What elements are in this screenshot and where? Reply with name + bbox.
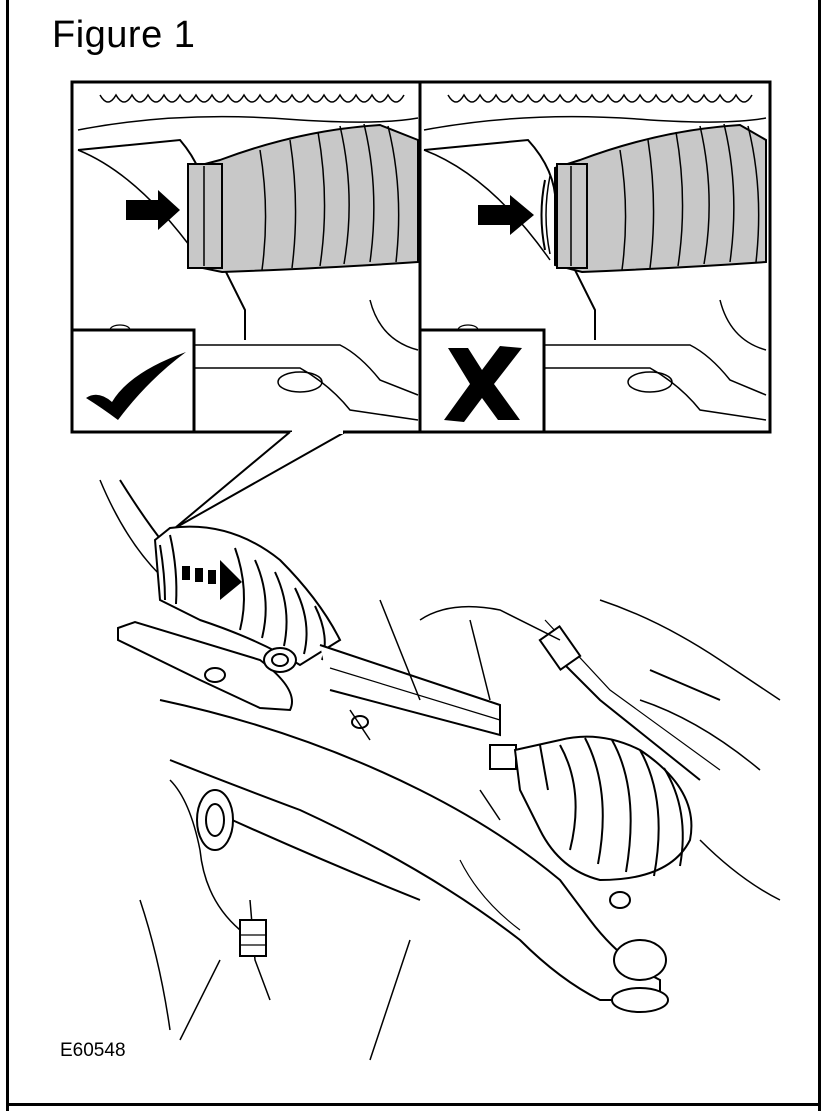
main-assembly <box>99 479 781 1061</box>
frame-border-left <box>6 0 9 1111</box>
callout-pointer <box>174 430 346 529</box>
figure-code: E60548 <box>60 1040 126 1061</box>
boot-unseated <box>554 123 767 274</box>
tie-rod <box>319 644 501 737</box>
steering-rack-boot <box>153 525 342 667</box>
detail-panels <box>70 80 772 434</box>
inset-correct <box>70 328 196 434</box>
panel-incorrect <box>423 93 767 421</box>
check-mark-icon <box>86 352 186 420</box>
inset-incorrect <box>418 328 546 434</box>
control-arm <box>159 699 661 1001</box>
dashed-arrow-icon <box>182 560 242 600</box>
boot-seated <box>186 123 419 274</box>
mounting-bracket <box>117 620 293 712</box>
arrow-right-icon <box>126 190 180 230</box>
frame-border-right <box>818 0 821 1111</box>
frame-border-bottom <box>6 1103 821 1106</box>
panel-correct <box>77 93 419 421</box>
cross-mark-icon <box>444 346 522 422</box>
figure-title: Figure 1 <box>52 14 196 56</box>
arrow-right-icon <box>478 195 534 235</box>
